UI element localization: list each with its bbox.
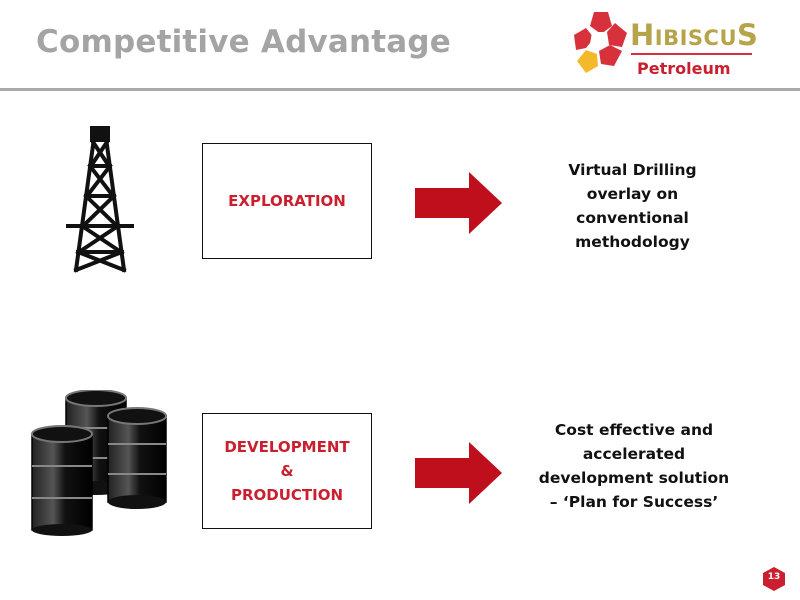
logo-letter-h: H	[630, 18, 655, 52]
oil-barrels-icon	[31, 390, 167, 536]
logo-letter-s: S	[737, 18, 759, 52]
hexagon-icon	[763, 567, 785, 591]
company-logo: HIBISCUS Petroleum	[574, 10, 759, 80]
development-production-box: DEVELOPMENT & PRODUCTION	[202, 413, 372, 529]
page-number-badge: 13	[761, 566, 787, 592]
ampersand-label: &	[280, 462, 294, 480]
exploration-box: EXPLORATION	[202, 143, 372, 259]
logo-subtitle: Petroleum	[637, 59, 731, 78]
logo-letters-ibiscu: IBISCU	[654, 26, 738, 50]
header-divider	[0, 88, 800, 91]
page-number: 13	[767, 572, 781, 582]
exploration-description: Virtual Drilling overlay on conventional…	[568, 161, 697, 251]
logo-wordmark: HIBISCUS	[630, 20, 758, 53]
development-arrow-icon	[415, 442, 502, 504]
development-label: DEVELOPMENT	[224, 438, 350, 456]
oil-derrick-icon	[66, 126, 134, 273]
development-description: Cost effective and accelerated developme…	[538, 421, 730, 511]
logo-underline	[631, 53, 752, 55]
exploration-label: EXPLORATION	[228, 192, 346, 210]
production-label: PRODUCTION	[230, 486, 344, 504]
slide-title: Competitive Advantage	[36, 24, 452, 60]
exploration-arrow-icon	[415, 172, 502, 234]
hibiscus-flower-icon	[574, 12, 627, 73]
